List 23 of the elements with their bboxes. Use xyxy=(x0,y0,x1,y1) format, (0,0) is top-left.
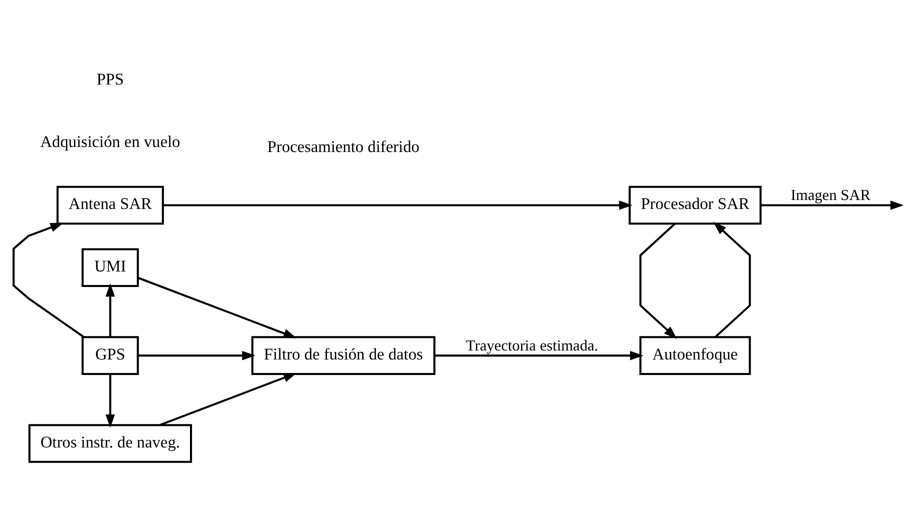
arrow xyxy=(434,350,643,360)
node-box: Antena SAR xyxy=(56,185,164,224)
node-box: GPS xyxy=(81,336,138,374)
arrow xyxy=(158,372,296,426)
arrow xyxy=(138,350,255,360)
arrow xyxy=(760,200,904,210)
edge-label: Trayectoria estimada. xyxy=(465,336,598,354)
label: Adquisición en vuelo xyxy=(40,131,180,150)
node-box: Autoenfoque xyxy=(638,336,750,374)
arrow xyxy=(712,221,750,338)
node-box: UMI xyxy=(81,248,138,287)
label: PPS xyxy=(96,68,124,88)
label: Procesamiento diferido xyxy=(266,136,419,156)
node-box: Filtro de fusión de datos xyxy=(250,336,435,374)
arrow xyxy=(137,276,296,338)
arrow xyxy=(105,282,114,336)
edge-label: Imagen SAR xyxy=(790,186,870,204)
node-box: Otros instr. de naveg. xyxy=(28,424,192,462)
arrow xyxy=(638,222,677,338)
arrow xyxy=(12,222,84,338)
arrow xyxy=(162,200,632,210)
node-box: Procesador SAR xyxy=(628,185,762,224)
arrow xyxy=(105,374,114,428)
